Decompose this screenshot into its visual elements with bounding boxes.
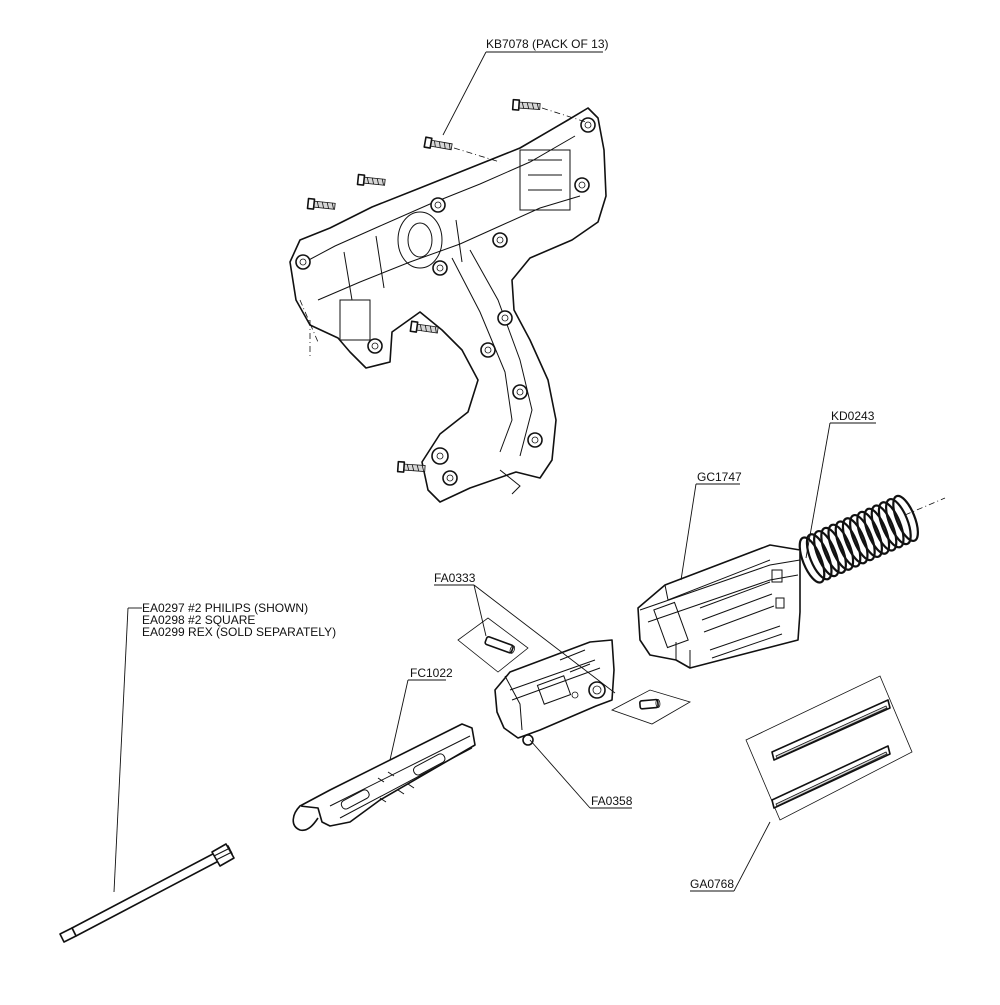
label-bit-line-2: EA0298 #2 SQUARE	[142, 613, 255, 627]
spring-coil	[827, 523, 855, 571]
spring-coil	[885, 497, 912, 546]
spring-coil	[863, 507, 891, 555]
screw	[409, 320, 439, 334]
part-labels: KB7078 (PACK OF 13) KD0243 GC1747 FA0333…	[142, 37, 875, 891]
housing-half	[289, 107, 607, 503]
spring-coil	[813, 529, 840, 578]
spring-coil	[849, 513, 876, 562]
pins-fa0333	[457, 617, 692, 725]
screw	[423, 136, 453, 151]
screw	[511, 98, 541, 111]
label-kb7078: KB7078 (PACK OF 13)	[486, 37, 609, 51]
spring-coil	[877, 501, 905, 549]
screw	[396, 460, 426, 473]
bit-guide-fc1022	[292, 723, 476, 832]
screw-boss-circles	[295, 117, 596, 486]
rails-ga0768	[745, 675, 913, 821]
label-fa0333: FA0333	[434, 571, 476, 585]
label-kd0243: KD0243	[831, 409, 875, 423]
label-bit-line-3: EA0299 REX (SOLD SEPARATELY)	[142, 625, 336, 639]
spring-coil	[834, 520, 862, 568]
nose-housing-gc1747	[637, 544, 801, 669]
spring-coil	[820, 526, 847, 575]
label-fa0358: FA0358	[591, 794, 633, 808]
label-bit-line-1: EA0297 #2 PHILIPS (SHOWN)	[142, 601, 308, 615]
spring-coil	[870, 504, 898, 552]
spring-coil	[798, 536, 826, 584]
label-fc1022: FC1022	[410, 666, 453, 680]
housing-screws	[306, 98, 587, 473]
spring-kd0243	[798, 494, 946, 584]
spring-coil	[892, 494, 919, 543]
spring-coil	[856, 510, 883, 559]
label-gc1747: GC1747	[697, 470, 742, 484]
screw	[306, 197, 336, 210]
leader-lines	[113, 51, 876, 893]
slider-fa0358	[494, 639, 615, 746]
label-ga0768: GA0768	[690, 877, 734, 891]
spring-coil	[841, 517, 869, 565]
screwdriver-bit	[59, 843, 235, 943]
screw	[356, 173, 386, 186]
